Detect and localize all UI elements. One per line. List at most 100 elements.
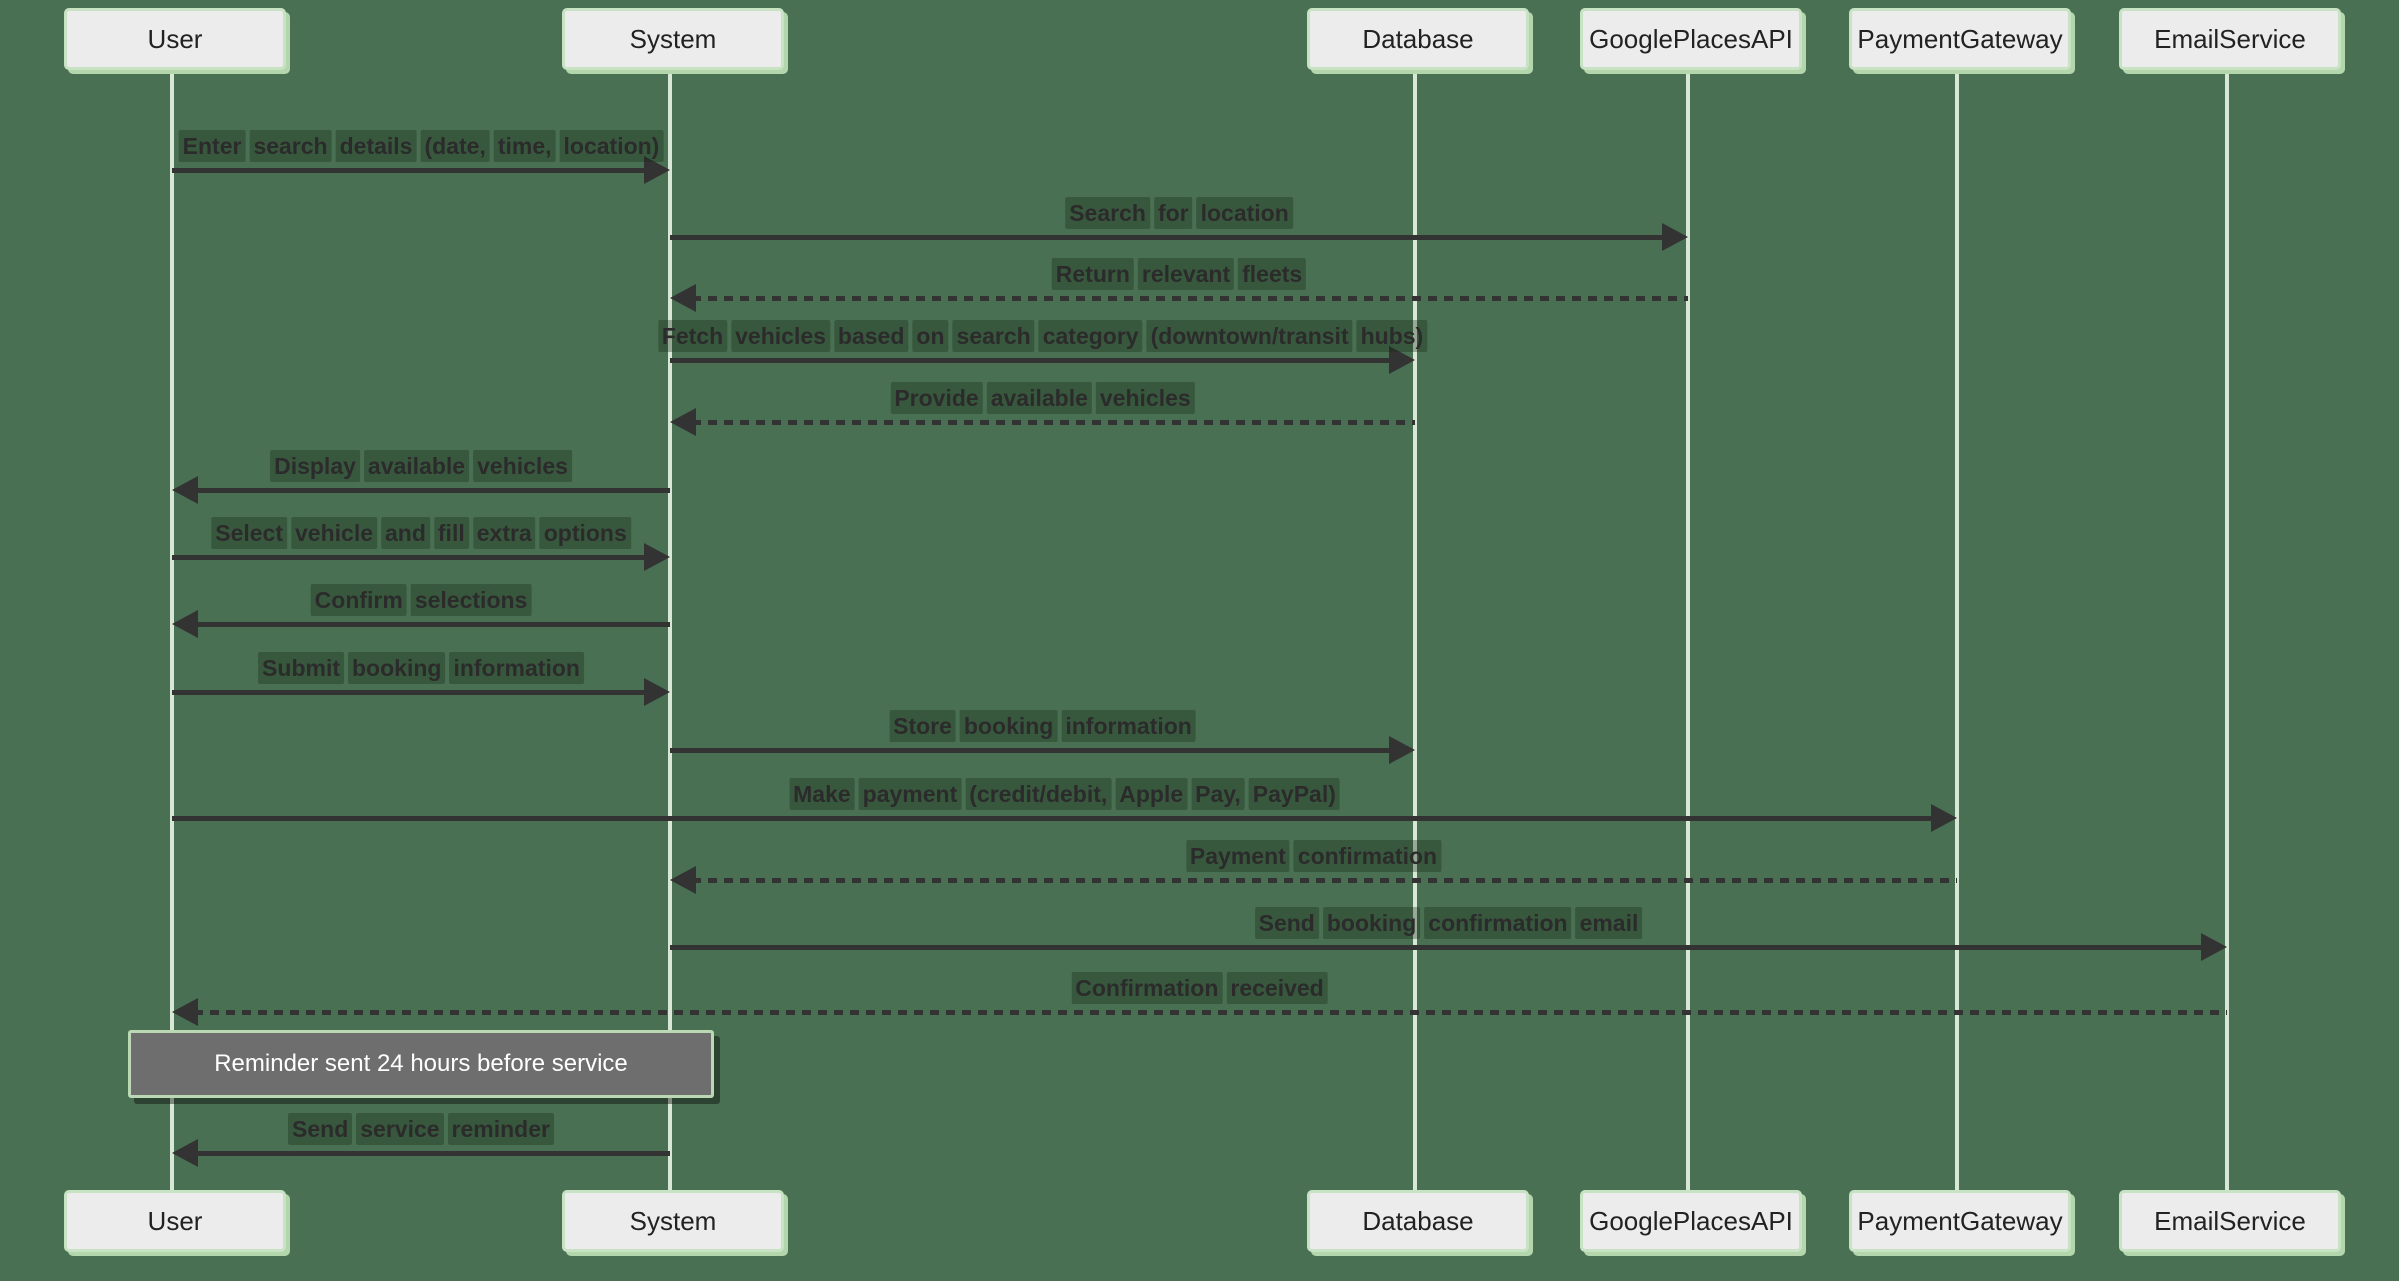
participant-top-paymentgateway: PaymentGateway [1849, 8, 2071, 70]
arrowhead [1931, 804, 1957, 832]
participant-bottom-googleplacesapi: GooglePlacesAPI [1580, 1190, 1802, 1252]
message-label-word: Store [889, 710, 956, 742]
message-label-word: Send [288, 1113, 353, 1145]
message-line [172, 690, 648, 695]
message-label-word: search [952, 320, 1035, 352]
message-label-word: vehicles [473, 450, 572, 482]
message-label-word: details [335, 130, 417, 162]
message-label-word: time, [493, 130, 556, 162]
message-label-word: category [1038, 320, 1143, 352]
message-line [172, 168, 648, 173]
message-label-word: email [1575, 907, 1643, 939]
message-label-word: Send [1254, 907, 1319, 939]
message-label-word: received [1226, 972, 1328, 1004]
arrowhead [1389, 346, 1415, 374]
message-label-word: available [986, 382, 1092, 414]
participant-bottom-user: User [64, 1190, 286, 1252]
message-label-word: Enter [178, 130, 246, 162]
arrowhead [644, 678, 670, 706]
message-label-word: (credit/debit, [965, 778, 1112, 810]
message-label-word: confirmation [1293, 840, 1442, 872]
message-label-word: service [356, 1113, 444, 1145]
arrowhead [644, 156, 670, 184]
message-label-word: Select [211, 517, 287, 549]
message-label-word: booking [959, 710, 1058, 742]
arrowhead [670, 408, 696, 436]
message-label-word: location [1196, 197, 1293, 229]
arrowhead [172, 1139, 198, 1167]
message-label-word: Return [1051, 258, 1134, 290]
message-label-word: vehicle [291, 517, 377, 549]
message-label-word: Payment [1185, 840, 1290, 872]
arrowhead [172, 476, 198, 504]
message-label-word: information [449, 652, 584, 684]
message-line [172, 555, 648, 560]
lifeline-paymentgateway [1955, 66, 1959, 1192]
message-label-word: hubs) [1356, 320, 1428, 352]
message-label-word: reminder [447, 1113, 554, 1145]
message-label-word: (downtown/transit [1146, 320, 1353, 352]
message-label-word: booking [348, 652, 446, 684]
message-line [692, 420, 1415, 425]
message-label-word: search [249, 130, 332, 162]
message-label-word: (date, [420, 130, 490, 162]
message-label-word: booking [1322, 907, 1421, 939]
participant-bottom-system: System [562, 1190, 784, 1252]
arrowhead [670, 866, 696, 894]
message-line [670, 748, 1393, 753]
arrowhead [670, 284, 696, 312]
message-line [670, 235, 1666, 240]
message-label-word: Fetch [657, 320, 728, 352]
lifeline-emailservice [2225, 66, 2229, 1192]
lifeline-database [1413, 66, 1417, 1192]
note-reminder-sent: Reminder sent 24 hours before service [128, 1030, 714, 1098]
message-label-word: selections [410, 584, 532, 616]
message-label-word: and [381, 517, 430, 549]
message-label-word: Display [270, 450, 360, 482]
participant-top-emailservice: EmailService [2119, 8, 2341, 70]
message-line [692, 296, 1688, 301]
message-label-word: information [1061, 710, 1196, 742]
message-label-word: Pay, [1191, 778, 1245, 810]
message-label-word: options [539, 517, 631, 549]
participant-bottom-database: Database [1307, 1190, 1529, 1252]
lifeline-googleplacesapi [1686, 66, 1690, 1192]
message-label-word: vehicles [731, 320, 830, 352]
arrowhead [2201, 933, 2227, 961]
message-line [194, 1151, 670, 1156]
message-line [692, 878, 1957, 883]
arrowhead [644, 543, 670, 571]
message-label-word: for [1153, 197, 1193, 229]
message-label-word: on [912, 320, 949, 352]
message-label-word: Provide [890, 382, 983, 414]
message-label-word: available [363, 450, 470, 482]
message-label-word: Search [1065, 197, 1150, 229]
message-label-word: Confirmation [1071, 972, 1223, 1004]
message-label-word: fill [433, 517, 469, 549]
participant-bottom-emailservice: EmailService [2119, 1190, 2341, 1252]
message-label-word: confirmation [1424, 907, 1572, 939]
arrowhead [172, 610, 198, 638]
message-label-word: based [833, 320, 909, 352]
message-line [670, 945, 2205, 950]
arrowhead [1662, 223, 1688, 251]
message-label-word: vehicles [1095, 382, 1195, 414]
message-line [194, 1010, 2227, 1015]
message-line [670, 358, 1393, 363]
message-label-word: Make [789, 778, 855, 810]
